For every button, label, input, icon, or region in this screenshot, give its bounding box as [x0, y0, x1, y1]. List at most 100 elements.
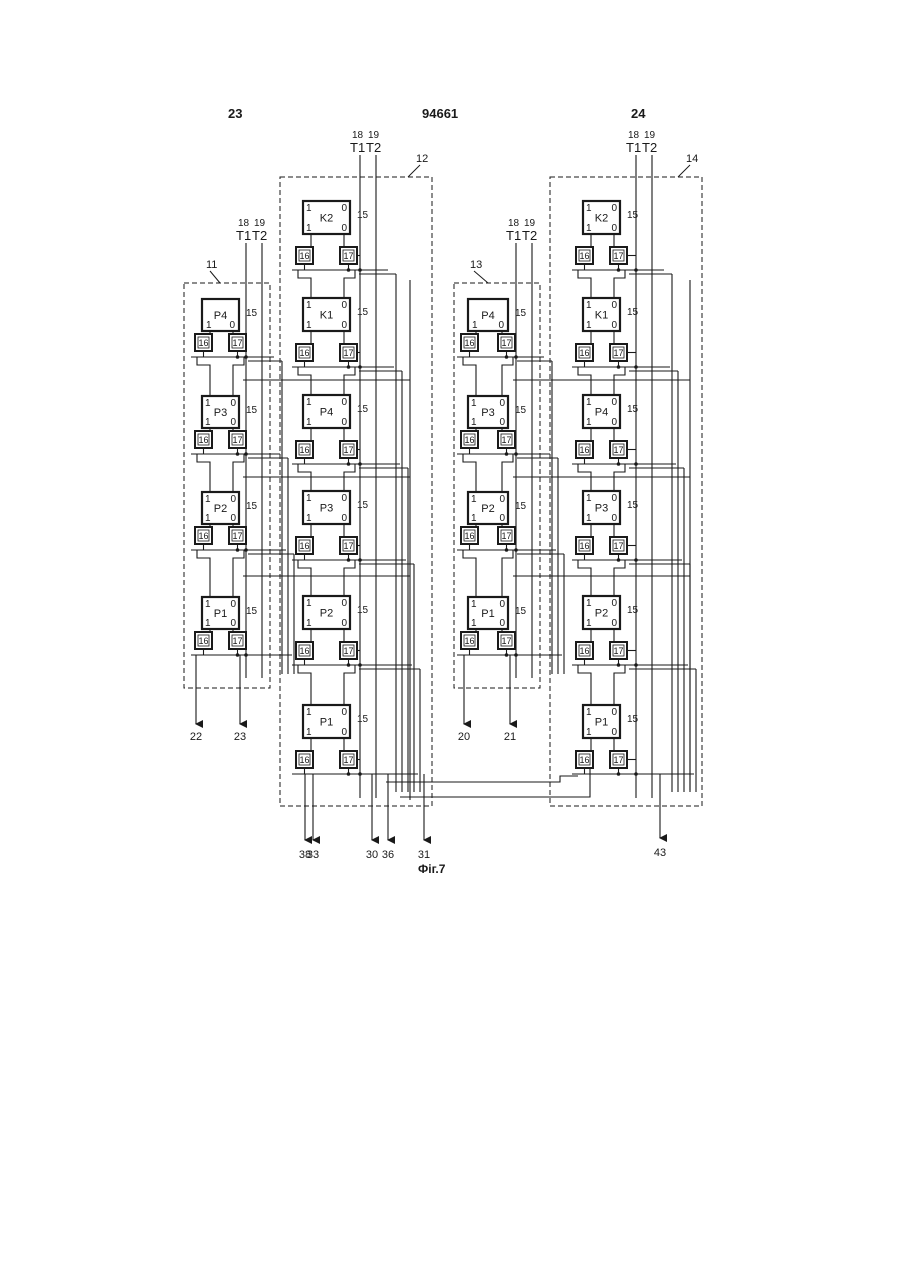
reference-number: 15 [357, 210, 369, 221]
register-label: P1 [481, 608, 494, 620]
port-label: 0 [341, 493, 347, 504]
gate-16-label: 16 [464, 531, 474, 541]
wire [502, 357, 513, 396]
register-label: P4 [595, 407, 608, 419]
gate-16-label: 16 [299, 541, 309, 551]
port-label: 0 [499, 398, 505, 409]
gate-16-label: 16 [299, 348, 309, 358]
port-label: 0 [341, 618, 347, 629]
reference-number: 15 [627, 404, 639, 415]
junction-dot [358, 663, 362, 667]
reference-number: 15 [357, 605, 369, 616]
gate-16-label: 16 [579, 541, 589, 551]
port-label: 0 [611, 397, 617, 408]
gate-17-label: 17 [232, 531, 242, 541]
junction-dot [617, 558, 621, 562]
port-label: 0 [341, 397, 347, 408]
gate-16-label: 16 [198, 435, 208, 445]
port-label: 0 [499, 494, 505, 505]
junction-dot [634, 772, 638, 776]
register-label: P1 [320, 717, 333, 729]
junction-dot [347, 772, 351, 776]
port-label: 1 [586, 223, 592, 234]
port-label: 0 [499, 513, 505, 524]
register-label: P2 [481, 503, 494, 515]
register-label: P3 [481, 407, 494, 419]
port-label: 0 [230, 513, 236, 524]
junction-dot [634, 462, 638, 466]
gate-17-label: 17 [343, 251, 353, 261]
port-label: 1 [205, 599, 211, 610]
port-label: 1 [205, 417, 211, 428]
junction-dot [347, 268, 351, 272]
port-label: 0 [341, 513, 347, 524]
port-label: 1 [306, 707, 312, 718]
gate-17-label: 17 [613, 541, 623, 551]
clock-label: T2 [522, 228, 537, 243]
gate-16-label: 16 [464, 338, 474, 348]
gate-17-label: 17 [343, 348, 353, 358]
junction-dot [514, 548, 518, 552]
port-label: 0 [499, 618, 505, 629]
reference-number: 15 [627, 307, 639, 318]
port-label: 0 [341, 598, 347, 609]
register-label: P3 [320, 503, 333, 515]
gate-17-label: 17 [232, 636, 242, 646]
wire [578, 560, 591, 596]
wire [344, 270, 355, 298]
wire [614, 560, 625, 596]
gate-16-label: 16 [464, 435, 474, 445]
junction-dot [347, 365, 351, 369]
junction-dot [347, 558, 351, 562]
reference-number: 15 [246, 606, 258, 617]
gate-17-label: 17 [613, 445, 623, 455]
port-label: 1 [471, 398, 477, 409]
wire [463, 550, 476, 597]
register-label: K2 [320, 213, 333, 225]
port-label: 0 [341, 223, 347, 234]
port-label: 1 [586, 598, 592, 609]
clock-label: T1 [506, 228, 521, 243]
port-label: 0 [611, 513, 617, 524]
reference-number: 15 [357, 714, 369, 725]
port-label: 1 [205, 494, 211, 505]
junction-dot [347, 462, 351, 466]
output-label: 23 [234, 731, 246, 743]
reference-number: 15 [515, 405, 527, 416]
junction-dot [617, 663, 621, 667]
port-label: 1 [306, 727, 312, 738]
group-number: 14 [686, 153, 698, 165]
junction-dot [236, 653, 240, 657]
register-label: K1 [595, 310, 608, 322]
gate-16-label: 16 [198, 338, 208, 348]
junction-dot [358, 772, 362, 776]
port-label: 1 [586, 203, 592, 214]
junction-dot [505, 653, 509, 657]
port-label: 1 [205, 618, 211, 629]
wire [614, 367, 625, 395]
register-label: K2 [595, 213, 608, 225]
junction-dot [358, 365, 362, 369]
register-label: K1 [320, 310, 333, 322]
clock-label: T1 [626, 140, 641, 155]
output-label: 30 [366, 849, 378, 861]
port-label: 1 [471, 513, 477, 524]
register-label: P1 [214, 608, 227, 620]
gate-17-label: 17 [232, 435, 242, 445]
wire [298, 560, 311, 596]
gate-16-label: 16 [579, 445, 589, 455]
wire [197, 550, 210, 597]
junction-dot [617, 365, 621, 369]
port-label: 1 [306, 598, 312, 609]
output-label: 33 [307, 849, 319, 861]
gate-16-label: 16 [299, 646, 309, 656]
output-label: 21 [504, 731, 516, 743]
gate-16-label: 16 [579, 646, 589, 656]
port-label: 0 [341, 727, 347, 738]
gate-17-label: 17 [343, 541, 353, 551]
port-label: 1 [306, 300, 312, 311]
wire [344, 560, 355, 596]
gate-17-label: 17 [343, 646, 353, 656]
port-label: 1 [472, 320, 478, 331]
port-label: 0 [341, 300, 347, 311]
